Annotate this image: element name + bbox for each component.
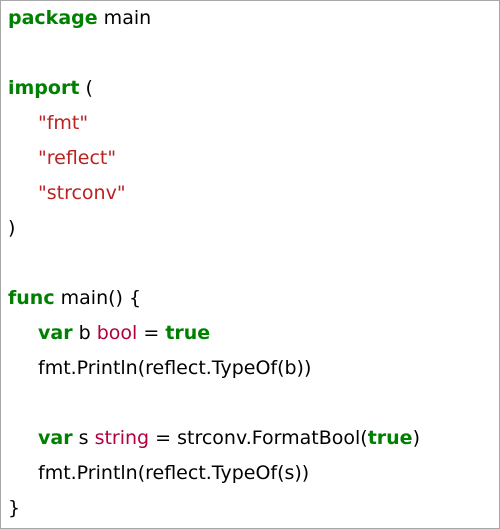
keyword: func [8, 287, 55, 309]
code-text-segment: ( [79, 77, 93, 99]
string-literal: "strconv" [38, 182, 126, 204]
code-text-segment: s [72, 427, 95, 449]
code-line-14: fmt.Println(reflect.TypeOf(s)) [8, 456, 499, 491]
code-line-4: "fmt" [8, 106, 499, 141]
code-line-10: var b bool = true [8, 316, 499, 351]
code-text-segment: fmt.Println(reflect.TypeOf(b)) [38, 357, 312, 379]
string-literal: "reflect" [38, 147, 117, 169]
keyword: var [38, 322, 73, 344]
code-text-segment: main() { [54, 287, 142, 309]
code-line-6: "strconv" [8, 176, 499, 211]
code-line-8 [8, 246, 499, 281]
code-text-segment: main [97, 7, 152, 29]
code-line-9: func main() { [8, 281, 499, 316]
code-line-15: } [8, 491, 499, 526]
code-line-3: import ( [8, 71, 499, 106]
code-text: package main import ( "fmt" "reflect" "s… [8, 1, 499, 526]
code-text-segment: ) [412, 427, 420, 449]
code-line-1: package main [8, 1, 499, 36]
keyword: var [38, 427, 73, 449]
code-text-segment: fmt.Println(reflect.TypeOf(s)) [38, 462, 310, 484]
string-literal: "fmt" [38, 112, 89, 134]
code-text-segment: b [72, 322, 97, 344]
code-line-5: "reflect" [8, 141, 499, 176]
keyword: true [367, 427, 413, 449]
keyword: true [165, 322, 211, 344]
code-text-segment: = strconv.FormatBool( [149, 427, 368, 449]
code-line-13: var s string = strconv.FormatBool(true) [8, 421, 499, 456]
keyword: import [8, 77, 80, 99]
type-name: string [94, 427, 150, 449]
code-line-12 [8, 386, 499, 421]
type-name: bool [96, 322, 138, 344]
code-line-2 [8, 36, 499, 71]
code-text-segment: } [8, 497, 21, 519]
code-line-7: ) [8, 211, 499, 246]
code-line-11: fmt.Println(reflect.TypeOf(b)) [8, 351, 499, 386]
keyword: package [8, 7, 98, 29]
code-text-segment: ) [8, 217, 16, 239]
code-text-segment: = [137, 322, 166, 344]
